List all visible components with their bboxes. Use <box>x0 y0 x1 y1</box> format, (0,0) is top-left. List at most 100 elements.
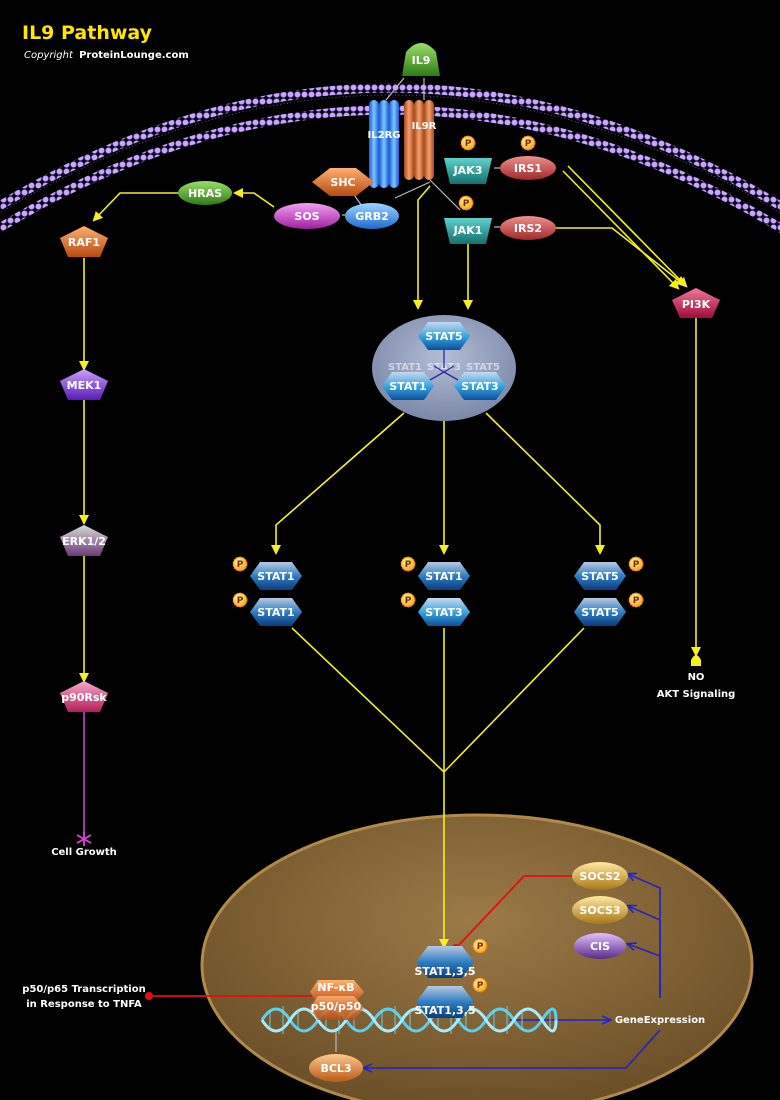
nucleus <box>200 813 754 1100</box>
irs1-to-pi3k-arrow-a <box>562 170 680 290</box>
il9r-jak1-link <box>429 179 461 211</box>
dimer-c-top-stat5[interactable] <box>574 562 626 590</box>
bcl3-label: BCL3 <box>320 1062 351 1075</box>
dimer-c-top-label: STAT5 <box>581 570 618 583</box>
dimer-b-bottom-stat3[interactable] <box>418 598 470 626</box>
il9r-shc-link <box>394 181 431 199</box>
mek1-label: MEK1 <box>67 379 102 392</box>
p90rsk-node[interactable]: p90Rsk <box>60 681 108 712</box>
svg-text:P: P <box>633 560 640 570</box>
cis-node[interactable]: CIS <box>574 933 626 959</box>
nuclear-stat135-bottom-node[interactable]: STAT1,3,5 <box>414 986 476 1018</box>
stat5-stat5-dimer[interactable]: STAT5 STAT5 <box>574 562 626 626</box>
stat1-stat1-dimer[interactable]: STAT1 STAT1 <box>250 562 302 626</box>
svg-text:P: P <box>405 596 412 606</box>
erk-node[interactable]: ERK1/2 <box>60 525 108 556</box>
dimer-a-top-label: STAT1 <box>257 570 294 583</box>
mek1-node[interactable]: MEK1 <box>60 369 108 400</box>
akt-blocked-icon <box>691 655 701 666</box>
il9-to-il2rg-line <box>385 77 405 101</box>
phospho-nuclear-top-icon: P <box>472 938 488 954</box>
il9-label: IL9 <box>412 54 431 67</box>
hras-label: HRAS <box>188 187 222 200</box>
il9-node[interactable]: IL9 <box>402 43 440 76</box>
svg-text:P: P <box>633 596 640 606</box>
svg-text:P: P <box>237 596 244 606</box>
grb2-node[interactable]: GRB2 <box>345 203 399 229</box>
complex-assembly-mark <box>429 350 459 381</box>
stat11-to-nucleus-line <box>291 627 445 773</box>
complex-to-stat11-arrow <box>271 412 405 555</box>
phospho-jak3-icon: P <box>460 135 476 151</box>
jak3-label: JAK3 <box>453 164 483 177</box>
complex-stat5-label: STAT5 <box>425 330 462 343</box>
ghost-stat1-label: STAT1 <box>388 362 422 373</box>
socs3-node[interactable]: SOCS3 <box>572 896 628 924</box>
jak3-node[interactable]: JAK3 <box>444 158 492 184</box>
irs2-label: IRS2 <box>514 222 542 235</box>
socs2-inhibits-stat-line <box>452 875 574 952</box>
dimer-b-top-stat1[interactable] <box>418 562 470 590</box>
copyright-line: Copyright ProteinLounge.com <box>24 50 189 61</box>
geneexpression-to-bcl3-arrow <box>364 1029 661 1068</box>
phospho-dimer-c-top-icon: P <box>628 556 644 572</box>
dimer-c-bottom-stat5[interactable] <box>574 598 626 626</box>
raf1-node[interactable]: RAF1 <box>60 226 108 257</box>
copyright-prefix: Copyright <box>24 50 74 61</box>
sos-label: SOS <box>294 210 319 223</box>
p50p65-line1-label: p50/p65 Transcription <box>22 984 145 995</box>
copyright-site: ProteinLounge.com <box>79 50 189 61</box>
shc-node[interactable]: SHC <box>312 168 374 196</box>
il2rg-receptor[interactable]: IL2RG <box>368 100 401 188</box>
bcl3-node[interactable]: BCL3 <box>309 1054 363 1082</box>
ghost-stat5-label: STAT5 <box>466 362 500 373</box>
dimer-a-top-stat1[interactable] <box>250 562 302 590</box>
gene-expression-label: GeneExpression <box>615 1015 705 1026</box>
erk-label: ERK1/2 <box>62 535 106 548</box>
il2rg-label: IL2RG <box>368 130 401 141</box>
socs2-node[interactable]: SOCS2 <box>572 862 628 890</box>
phospho-jak1-icon: P <box>458 195 474 211</box>
geneexpression-to-cis-arrow <box>628 944 661 998</box>
sos-to-hras-arrow <box>233 188 275 208</box>
pi3k-node[interactable]: PI3K <box>672 288 720 318</box>
jak1-node[interactable]: JAK1 <box>444 218 492 244</box>
irs1-to-pi3k-arrow-b <box>567 165 688 288</box>
nuclear-stat135-bottom-label: STAT1,3,5 <box>414 1004 475 1017</box>
p50p65-line2-label: in Response to TNFA <box>26 999 142 1010</box>
dimer-a-bottom-stat1[interactable] <box>250 598 302 626</box>
svg-text:P: P <box>465 139 472 149</box>
hras-node[interactable]: HRAS <box>178 181 232 205</box>
nfkb-p50p50-node[interactable]: NF-κB p50/p50 <box>310 980 364 1020</box>
nuclear-stat135-top-node[interactable]: STAT1,3,5 <box>414 946 476 978</box>
irs2-node[interactable]: IRS2 <box>500 216 556 240</box>
cell-growth-star-icon <box>76 832 92 846</box>
no-label: NO <box>688 672 705 683</box>
complex-stat3-node[interactable]: STAT3 <box>454 372 506 400</box>
irs1-node[interactable]: IRS1 <box>500 156 556 180</box>
cell-growth-label: Cell Growth <box>51 847 117 858</box>
pi3k-label: PI3K <box>682 298 711 311</box>
dimer-c-bottom-label: STAT5 <box>581 606 618 619</box>
complex-stat1-node[interactable]: STAT1 <box>382 372 434 400</box>
raf1-label: RAF1 <box>68 236 100 249</box>
complex-stat5-node[interactable]: STAT5 <box>418 322 470 350</box>
phospho-dimer-a-bottom-icon: P <box>232 592 248 608</box>
svg-text:P: P <box>477 981 484 991</box>
sos-node[interactable]: SOS <box>274 203 340 229</box>
phospho-dimer-c-bottom-icon: P <box>628 592 644 608</box>
phospho-dimer-b-top-icon: P <box>400 556 416 572</box>
il9r-receptor[interactable]: IL9R <box>404 100 437 180</box>
irs2-to-pi3k-arrow <box>556 227 686 287</box>
page-title: IL9 Pathway <box>22 22 153 44</box>
jak1-label: JAK1 <box>453 224 483 237</box>
shc-label: SHC <box>330 176 355 189</box>
jak3-to-stat-arrow <box>413 185 431 310</box>
svg-text:P: P <box>463 199 470 209</box>
stat1-stat3-dimer[interactable]: STAT1 STAT3 <box>418 562 470 626</box>
svg-text:P: P <box>477 942 484 952</box>
socs2-label: SOCS2 <box>579 870 620 883</box>
il9r-label: IL9R <box>412 121 437 132</box>
dimer-b-bottom-label: STAT3 <box>425 606 462 619</box>
